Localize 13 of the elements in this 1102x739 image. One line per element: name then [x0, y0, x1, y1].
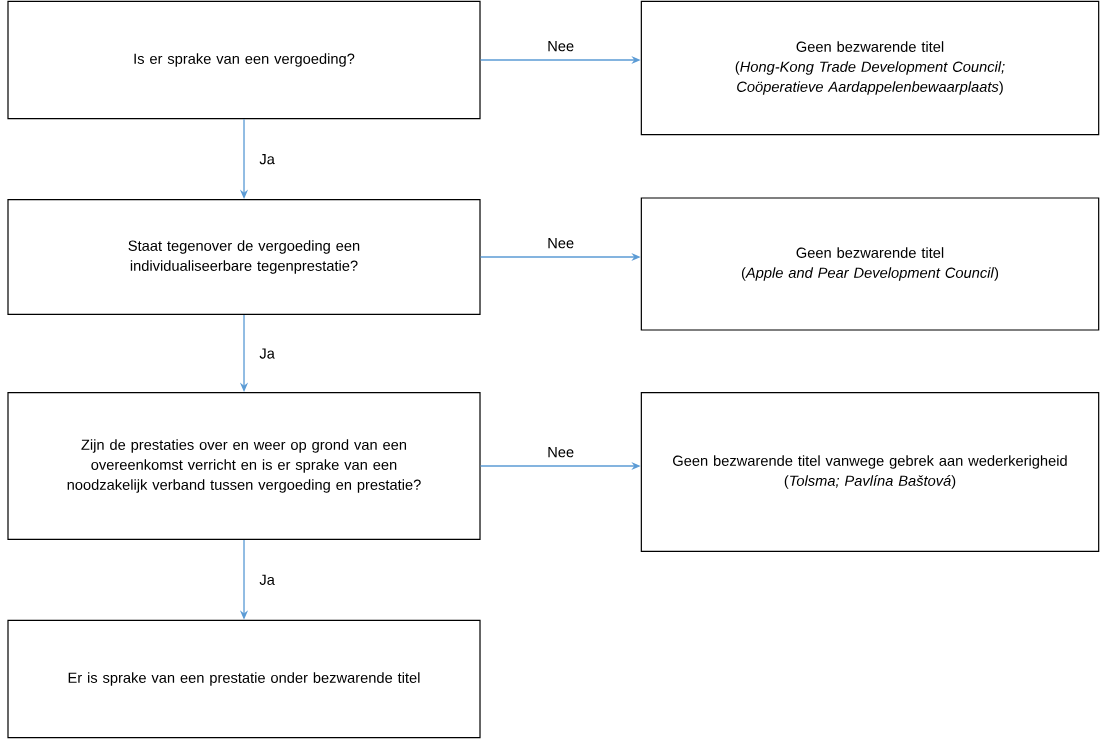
- edge-label: Nee: [548, 41, 574, 52]
- result-box: Er is sprake van een prestatie onder bezwarende titel: [7, 619, 481, 739]
- answer-box: Geen bezwarende titel (Hong-Kong Trade Development Council; Coöperatieve Aardappelenbewaarplaats): [640, 0, 1100, 136]
- edge-label: Ja: [259, 348, 275, 359]
- edge-label: Nee: [548, 447, 574, 458]
- answer-box: Geen bezwarende titel vanwege gebrek aan wederkerigheid (Tolsma; Pavlína Baštová): [640, 392, 1100, 552]
- question-box: Staat tegenover de vergoeding een individualiseerbare tegenprestatie?: [7, 199, 481, 315]
- edge-label: Nee: [548, 238, 574, 249]
- question-box: Is er sprake van een vergoeding?: [7, 0, 481, 120]
- edge-label: Ja: [259, 154, 275, 165]
- edge-label: Ja: [259, 574, 275, 585]
- answer-box: Geen bezwarende titel (Apple and Pear Development Council): [640, 197, 1100, 331]
- question-box: Zijn de prestaties over en weer op grond van een overeenkomst verricht en is er sprake van een noodzakelijk verband tussen vergoeding en prestatie?: [7, 392, 481, 540]
